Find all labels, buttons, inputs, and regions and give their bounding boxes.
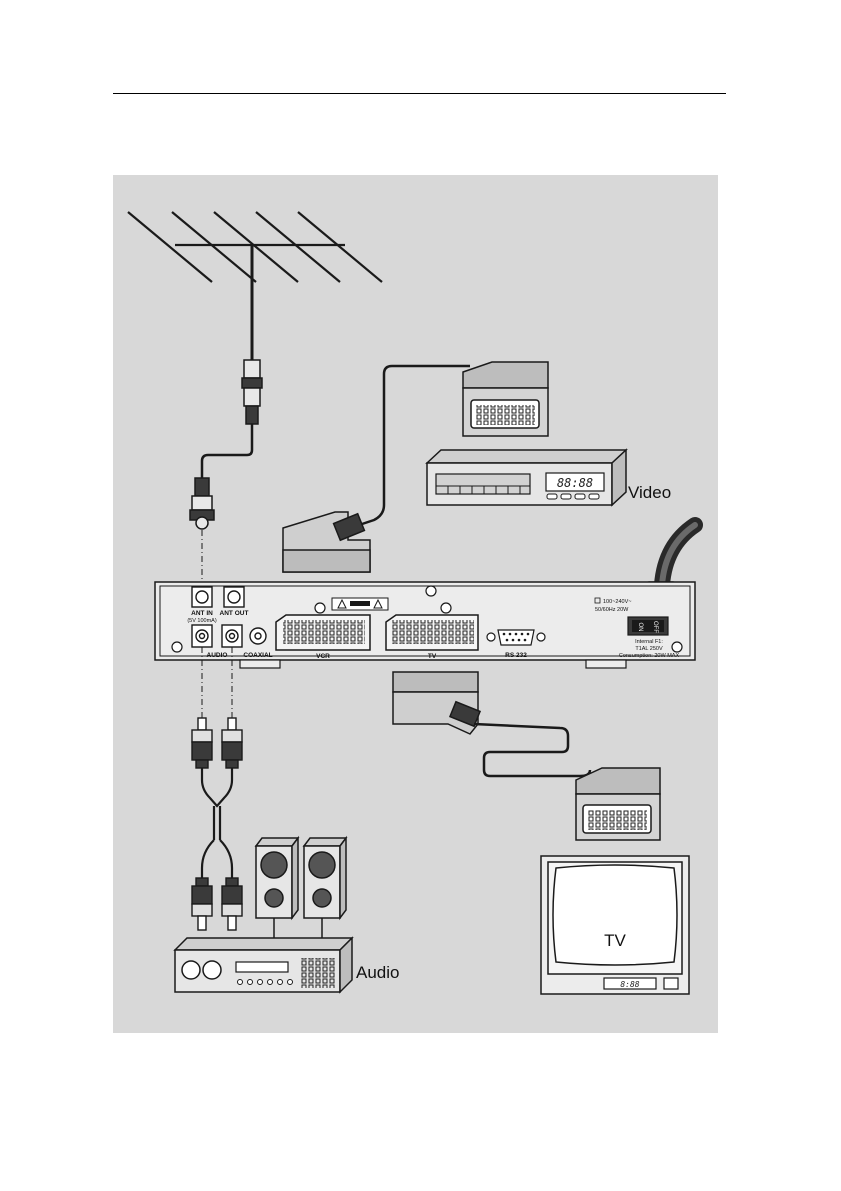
vcr-scart-bottom-icon (283, 512, 370, 572)
ant-out-label: ANT OUT (220, 610, 249, 617)
tv-port-label: TV (428, 653, 437, 660)
tv-scart-tv-icon (576, 768, 660, 840)
ant-in-label: ANT IN (191, 610, 213, 617)
audio-port-label: AUDIO (207, 652, 228, 659)
speaker-right-icon (304, 838, 346, 918)
rca-plug-bottom-icon (192, 878, 242, 930)
consumption-label: Consumption: 20W MAX (619, 653, 680, 659)
tv-device: 8:88 (541, 856, 689, 994)
switch-on-label: ON (637, 623, 643, 632)
vcr-port-label: VCR (316, 653, 330, 660)
receiver-back-panel: ANT IN (5V 100mA) ANT OUT AUDIO COAXIAL … (155, 582, 695, 668)
antenna-icon (128, 212, 382, 360)
tv-clock: 8:88 (620, 980, 639, 989)
video-label: Video (628, 483, 671, 502)
audio-label: Audio (356, 963, 399, 982)
antenna-plug-icon (242, 360, 262, 424)
rca-plug-top-icon (192, 718, 242, 768)
vcr-scart-top-icon (463, 362, 548, 436)
coaxial-label: COAXIAL (243, 652, 272, 659)
fuse-label-2: T1AL 250V (635, 646, 663, 652)
rs232-label: RS 232 (505, 652, 527, 659)
vcr-device: 88:88 (427, 450, 626, 505)
power-rating-2: 50/60Hz 20W (595, 607, 629, 613)
tv-scart-receiver-icon (393, 672, 480, 734)
audio-amplifier-device (175, 938, 352, 992)
switch-off-label: OFF (652, 621, 658, 633)
fuse-label-1: Internal F1: (635, 639, 663, 645)
tv-screen-label: TV (604, 931, 626, 950)
receiver-antenna-plug-icon (190, 478, 214, 529)
power-rating-1: 100~240V~ (603, 599, 631, 605)
speaker-left-icon (256, 838, 298, 918)
vcr-clock: 88:88 (557, 476, 593, 490)
ant-in-sub-label: (5V 100mA) (187, 618, 217, 624)
